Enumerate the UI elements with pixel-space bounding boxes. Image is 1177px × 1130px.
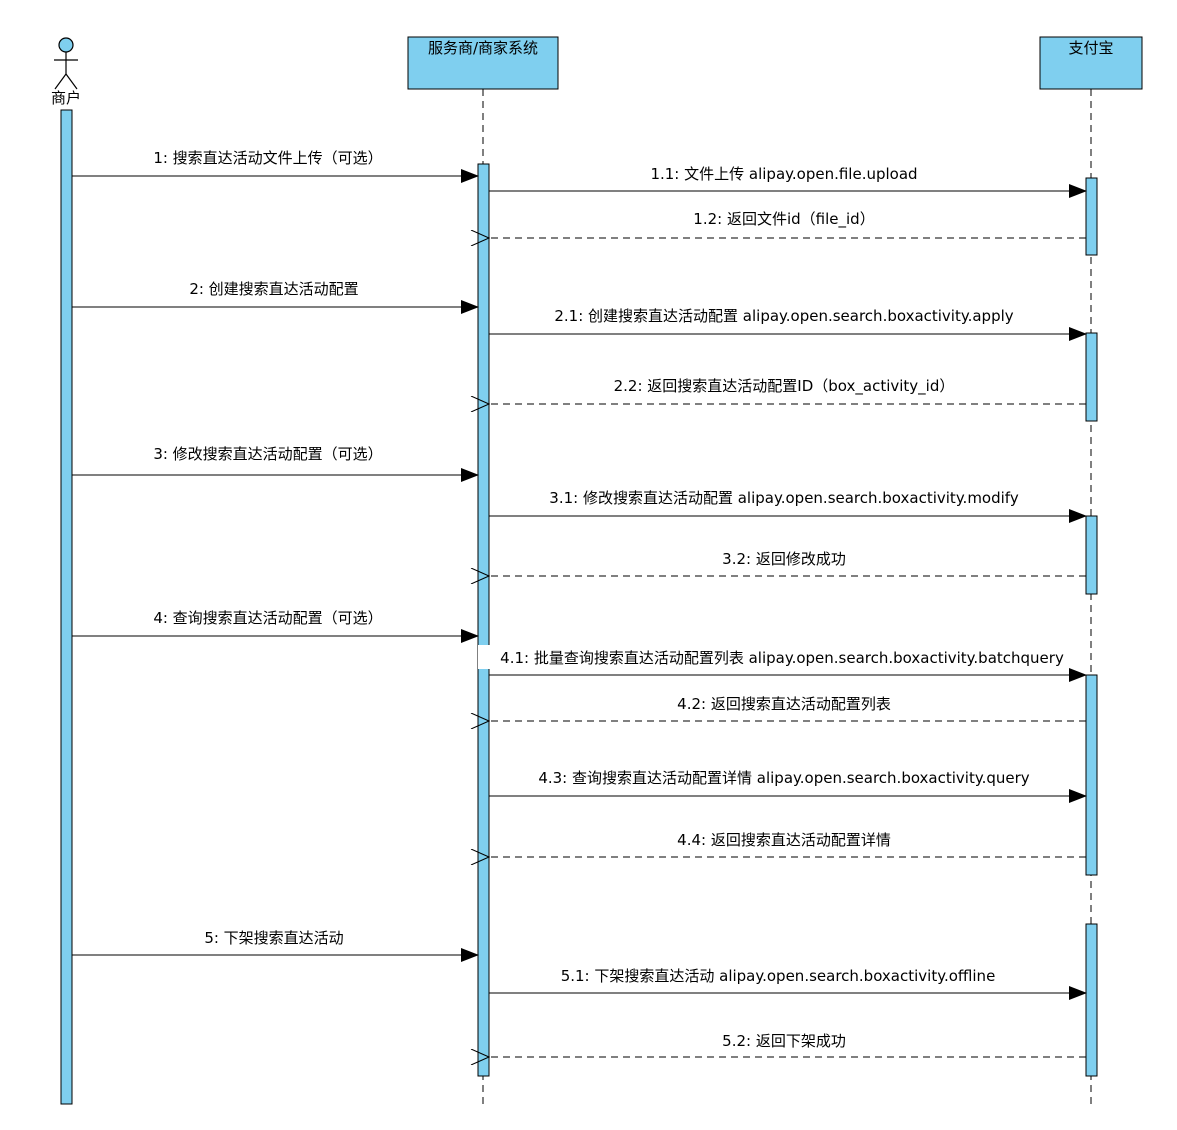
message-2-label: 2: 创建搜索直达活动配置 bbox=[189, 280, 358, 298]
message-5-2-label: 5.2: 返回下架成功 bbox=[722, 1032, 846, 1050]
message-1-label: 1: 搜索直达活动文件上传（可选） bbox=[153, 149, 382, 167]
message-4-1-label-bg bbox=[478, 645, 1086, 669]
message-3-label: 3: 修改搜索直达活动配置（可选） bbox=[153, 445, 382, 463]
participant-system-box bbox=[407, 36, 559, 90]
message-1-1-label: 1.1: 文件上传 alipay.open.file.upload bbox=[650, 165, 917, 183]
message-4-2-label: 4.2: 返回搜索直达活动配置列表 bbox=[677, 695, 891, 713]
participant-alipay-label: 支付宝 bbox=[1068, 39, 1113, 57]
message-5-1-label: 5.1: 下架搜索直达活动 alipay.open.search.boxacti… bbox=[561, 967, 996, 985]
activation-alipay-2 bbox=[1085, 332, 1098, 422]
activation-alipay-1 bbox=[1085, 177, 1098, 256]
message-4-4-label: 4.4: 返回搜索直达活动配置详情 bbox=[677, 831, 891, 849]
message-2-1-label: 2.1: 创建搜索直达活动配置 alipay.open.search.boxac… bbox=[554, 307, 1013, 325]
participant-system-label: 服务商/商家系统 bbox=[428, 39, 538, 57]
message-1-2-label: 1.2: 返回文件id（file_id） bbox=[693, 210, 874, 229]
message-4-3-label: 4.3: 查询搜索直达活动配置详情 alipay.open.search.box… bbox=[538, 769, 1029, 787]
message-3-2-label: 3.2: 返回修改成功 bbox=[722, 550, 846, 568]
message-5-label: 5: 下架搜索直达活动 bbox=[204, 929, 343, 947]
message-4-label: 4: 查询搜索直达活动配置（可选） bbox=[153, 609, 382, 627]
message-4-1-label: 4.1: 批量查询搜索直达活动配置列表 alipay.open.search.b… bbox=[500, 649, 1064, 667]
activation-alipay-5 bbox=[1085, 923, 1098, 1077]
activation-system bbox=[477, 163, 490, 1077]
activation-alipay-4 bbox=[1085, 674, 1098, 876]
message-3-1-label: 3.1: 修改搜索直达活动配置 alipay.open.search.boxac… bbox=[549, 489, 1019, 507]
message-2-2-label: 2.2: 返回搜索直达活动配置ID（box_activity_id） bbox=[614, 377, 955, 396]
activation-alipay-3 bbox=[1085, 515, 1098, 595]
actor-label: 商户 bbox=[51, 89, 81, 107]
actor-figure bbox=[54, 37, 78, 90]
participant-alipay-box bbox=[1039, 36, 1143, 90]
activation-actor bbox=[60, 109, 73, 1105]
